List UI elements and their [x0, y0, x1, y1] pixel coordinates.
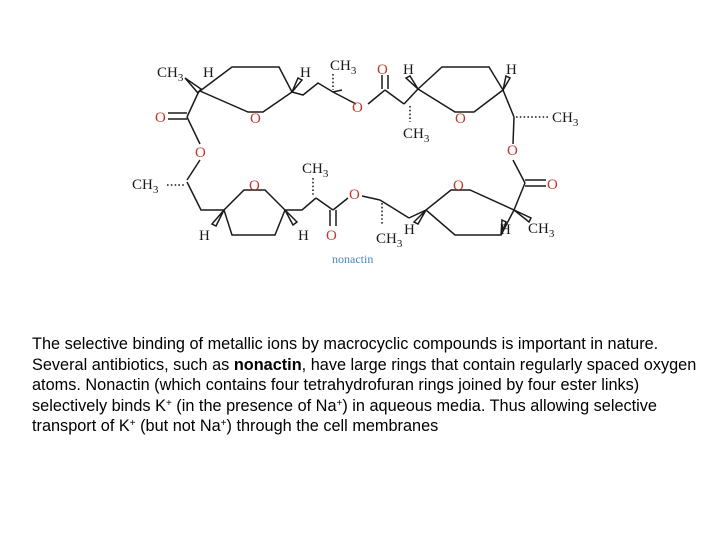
methyl-label: CH3: [330, 58, 357, 77]
chain-bond: [379, 199, 410, 219]
carbonyl-oxygen-label: O: [155, 110, 166, 126]
wedge-bond: [284, 209, 299, 227]
hydrogen-label: H: [298, 228, 309, 244]
ester-oxygen-label: O: [507, 143, 518, 159]
charge-superscript: +: [220, 418, 227, 430]
methyl-label: CH3: [132, 177, 159, 196]
carbonyl-bond-right: [525, 179, 546, 187]
chain-bond: [285, 197, 317, 211]
chain-bond: [315, 197, 334, 211]
hydrogen-label: H: [404, 222, 415, 238]
chain-bond: [408, 209, 427, 219]
chain-bond: [291, 82, 343, 96]
carbonyl-oxygen-label: O: [547, 177, 558, 193]
hydrogen-label: H: [500, 222, 511, 238]
carbonyl-oxygen-label: O: [326, 228, 337, 244]
charge-superscript: +: [165, 397, 172, 409]
chain-bond: [186, 116, 201, 145]
wedge-bond: [500, 218, 507, 236]
wedge-bond: [404, 75, 419, 90]
methyl-label: CH3: [157, 65, 184, 84]
methyl-label: CH3: [403, 126, 430, 145]
carbonyl-bond-bottom: [329, 210, 337, 226]
wedge-bond: [210, 209, 225, 228]
ring-oxygen-label: O: [455, 111, 466, 127]
chain-bond: [361, 195, 381, 201]
hydrogen-label: H: [203, 65, 214, 81]
hydrogen-label: H: [403, 62, 414, 78]
ester-oxygen-label: O: [352, 100, 363, 116]
hydrogen-label: H: [300, 65, 311, 81]
chain-bond: [502, 89, 515, 118]
description-paragraph: The selective binding of metallic ions b…: [32, 334, 714, 437]
ring-oxygen-label: O: [453, 178, 464, 194]
chain-bond: [186, 181, 224, 211]
description-text: The selective binding of metallic ions b…: [32, 335, 659, 374]
ester-oxygen-label: O: [349, 187, 360, 203]
methyl-label: CH3: [528, 221, 555, 240]
description-text: (in the presence of Na: [171, 396, 337, 415]
charge-superscript: +: [129, 418, 136, 430]
chain-bond: [403, 88, 419, 105]
thf-ring-3: [223, 189, 286, 236]
chain-bond: [384, 89, 405, 105]
description-text: ) in aqueous media. Thus allowing select…: [32, 396, 657, 436]
ring-oxygen-label: O: [249, 178, 260, 194]
wedge-bond: [513, 209, 533, 224]
thf-ring-2: [416, 66, 504, 113]
hydrogen-label: H: [199, 228, 210, 244]
bonds: [167, 66, 548, 236]
chain-bond: [186, 90, 200, 118]
wedge-bond: [184, 77, 203, 95]
methyl-label: CH3: [302, 161, 329, 180]
chain-bond: [332, 197, 349, 211]
chain-bond: [367, 89, 386, 105]
carbonyl-oxygen-label: O: [377, 62, 388, 78]
nonactin-structure: CH3 H H CH3 O H H O O O O CH3 CH3 O O CH…: [132, 58, 579, 266]
ring-oxygen-label: O: [250, 111, 261, 127]
diagram-caption: nonactin: [332, 252, 373, 266]
atom-labels: CH3 H H CH3 O H H O O O O CH3 CH3 O O CH…: [132, 58, 579, 266]
chain-bond: [513, 182, 526, 211]
carbonyl-bond-top-left: [168, 112, 187, 120]
wedge-bond: [291, 76, 304, 93]
highlight-term: nonactin: [233, 355, 302, 374]
methyl-label: CH3: [376, 231, 403, 250]
wedge-bond: [502, 74, 512, 91]
carbonyl-bond-top: [381, 75, 389, 89]
charge-superscript: +: [336, 397, 343, 409]
chain-bond: [512, 116, 515, 145]
ester-oxygen-label: O: [195, 145, 206, 161]
hydrogen-label: H: [506, 62, 517, 78]
chain-bond: [186, 159, 201, 181]
methyl-label: CH3: [552, 110, 579, 129]
chain-bond: [512, 159, 526, 184]
chain-bond: [332, 91, 357, 105]
description-text: ) through the cell membranes: [226, 417, 439, 436]
wedge-bond: [412, 209, 427, 225]
description-text: , have large rings that contain regularl…: [32, 355, 697, 415]
description-text: (but not Na: [135, 417, 221, 436]
